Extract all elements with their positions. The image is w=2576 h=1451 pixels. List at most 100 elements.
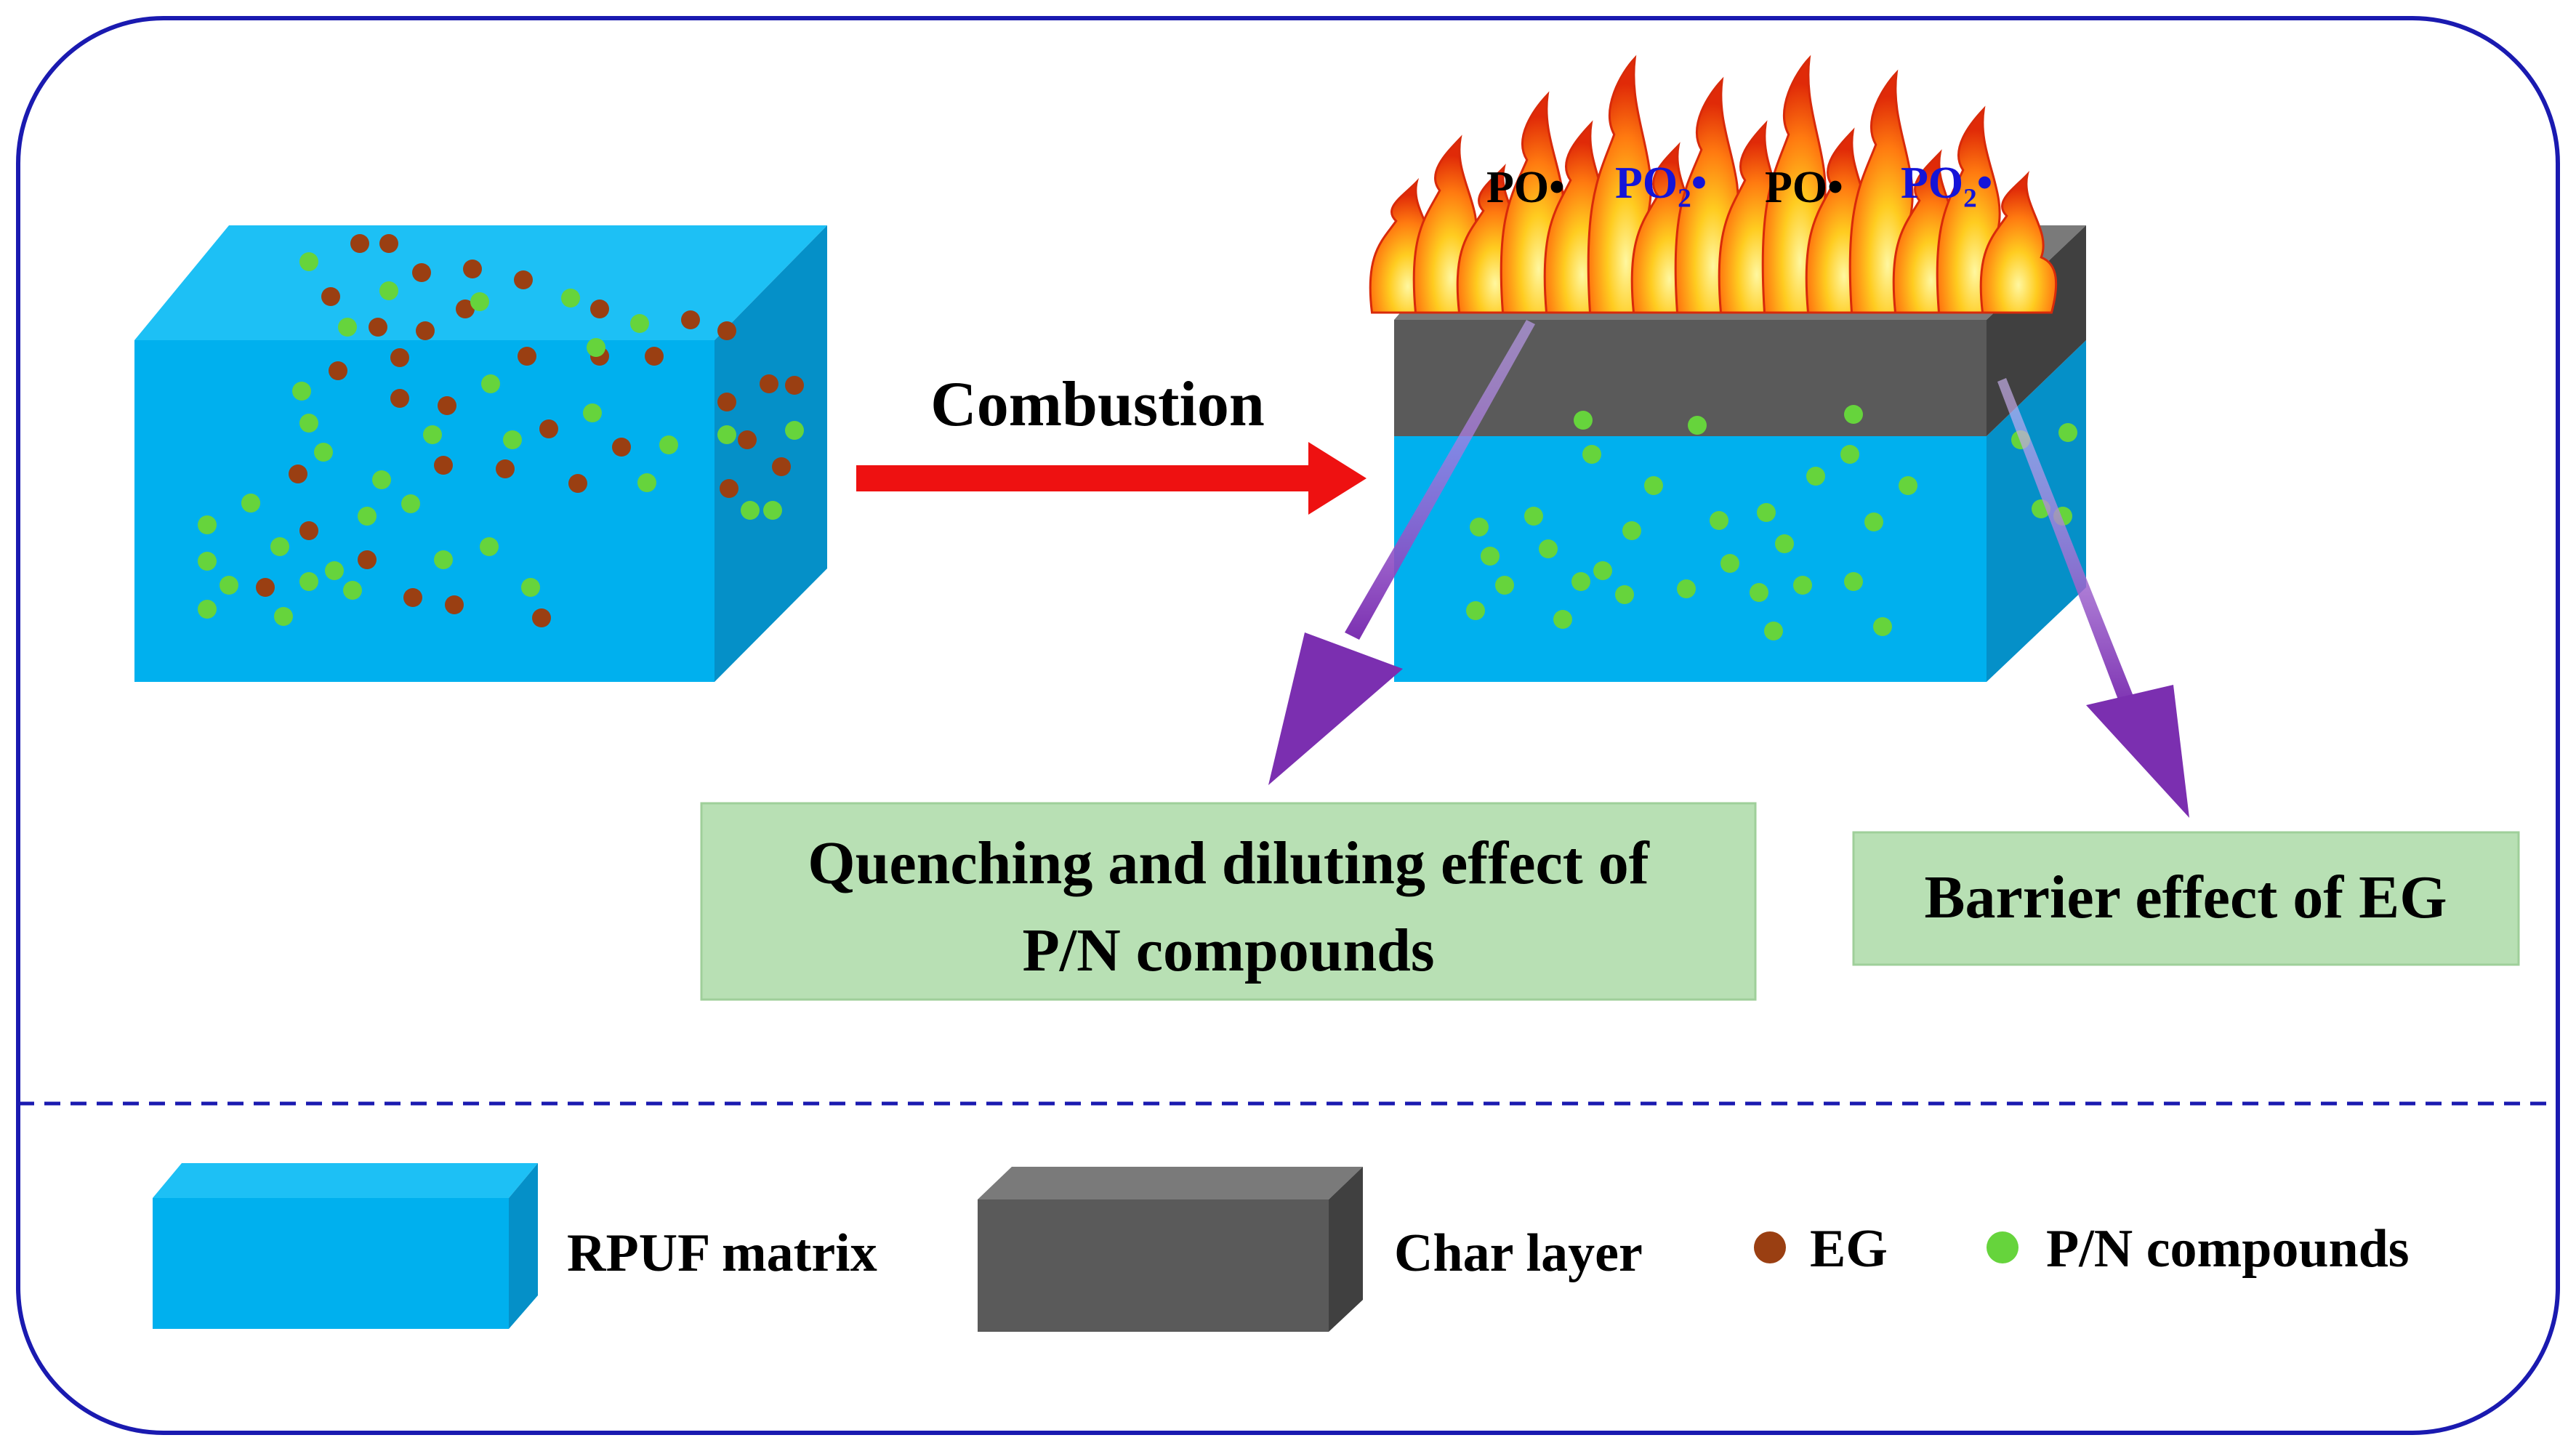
pn-particle (1553, 610, 1572, 629)
eg-particle (358, 550, 377, 569)
eg-particle (329, 361, 347, 380)
pn-particle (198, 552, 217, 571)
radical-po2-2: PO₂• (1901, 158, 1992, 208)
pn-particle (1622, 521, 1641, 540)
pn-particle (480, 537, 499, 556)
pn-particle (741, 501, 760, 520)
legend-rpuf-label: RPUF matrix (567, 1223, 877, 1283)
pn-particle (1844, 572, 1863, 591)
eg-particle (369, 318, 387, 337)
pn-particle (198, 600, 217, 619)
pn-particle (503, 430, 522, 449)
pn-particle (521, 578, 540, 597)
eg-particle (289, 465, 307, 483)
eg-particle (463, 260, 482, 278)
pn-particle (198, 515, 217, 534)
combustion-arrow (856, 442, 1367, 515)
eg-particle (514, 270, 533, 289)
eg-particle (738, 430, 757, 449)
pn-particle (299, 572, 318, 591)
brown-dot-icon (1754, 1231, 1786, 1263)
pn-particle (1750, 583, 1768, 602)
eg-particle (760, 374, 778, 393)
pn-particle (372, 470, 391, 489)
pn-particle (717, 425, 736, 444)
eg-particle (539, 419, 558, 438)
pn-particle (338, 318, 357, 337)
purple-arrow-right (1997, 378, 2189, 818)
pn-particle (1864, 513, 1883, 531)
pn-particle (1524, 507, 1543, 526)
eg-particle (785, 376, 804, 395)
eg-particle (445, 595, 464, 614)
barrier-effect-box (1852, 831, 2520, 966)
pn-particle (481, 374, 500, 393)
pn-particle (1615, 585, 1634, 604)
pn-particle (1688, 416, 1707, 435)
quenching-effect-line1: Quenching and diluting effect of (808, 829, 1649, 897)
eg-particle (532, 608, 551, 627)
eg-particle (717, 321, 736, 340)
eg-particle (321, 287, 340, 306)
pn-particle (470, 292, 489, 311)
outer-frame (16, 16, 2560, 1435)
pn-particle (292, 382, 311, 401)
pn-particle (241, 494, 260, 513)
pn-particle (1720, 554, 1739, 573)
pn-particle (2058, 423, 2077, 442)
eg-particle (590, 300, 609, 318)
pn-particle (1677, 579, 1696, 598)
pn-particle (583, 403, 602, 422)
pn-particle (1757, 503, 1776, 522)
pn-particle (1539, 539, 1558, 558)
eg-particle (434, 456, 453, 475)
radical-labels: PO• PO₂• PO• PO₂• (1486, 158, 1992, 212)
eg-particle (518, 347, 536, 366)
purple-arrow-left (1268, 320, 1535, 785)
radical-po-2: PO• (1765, 163, 1843, 212)
pn-particle (561, 289, 580, 308)
pn-particle (358, 507, 377, 526)
pn-particle (1481, 547, 1500, 566)
eg-particle (438, 396, 456, 415)
pn-particle (1840, 445, 1859, 464)
legend: RPUF matrix Char layer EG P/N compounds (153, 1163, 2410, 1332)
pn-particle (1873, 617, 1892, 636)
eg-particle (645, 347, 664, 366)
pn-particle (659, 435, 678, 454)
pn-particle (637, 473, 656, 492)
pn-particle (630, 314, 649, 333)
eg-particle (456, 300, 475, 318)
pn-particle (1466, 601, 1485, 620)
combustion-label: Combustion (930, 369, 1265, 440)
legend-char-label: Char layer (1394, 1223, 1643, 1283)
pn-particle (1899, 476, 1917, 495)
green-dot-icon (1987, 1231, 2018, 1263)
pn-particle (1710, 511, 1728, 530)
eg-particle (772, 457, 791, 476)
pn-particle (1495, 576, 1514, 595)
barrier-effect-label: Barrier effect of EG (1924, 864, 2447, 931)
pn-particle (401, 494, 420, 513)
quenching-effect-line2: P/N compounds (1022, 917, 1434, 984)
quenching-effect-box (700, 802, 1757, 1001)
radical-po2-1: PO₂• (1615, 158, 1707, 208)
pn-particle (1764, 622, 1783, 640)
pn-particle (1593, 561, 1612, 580)
pn-particle (763, 501, 782, 520)
char-layer-side (1987, 225, 2086, 436)
pn-particle (270, 537, 289, 556)
eg-particle (379, 234, 398, 253)
left-block-particles (198, 234, 804, 627)
pn-particle (1844, 405, 1863, 424)
eg-particle (720, 479, 738, 498)
pn-particle (587, 338, 605, 357)
eg-particle (568, 474, 587, 493)
pn-particle (1470, 518, 1489, 536)
eg-particle (256, 578, 275, 597)
pn-particle (1574, 411, 1593, 430)
pn-particle (299, 252, 318, 271)
blue-block-icon (153, 1163, 538, 1329)
eg-particle (390, 389, 409, 408)
